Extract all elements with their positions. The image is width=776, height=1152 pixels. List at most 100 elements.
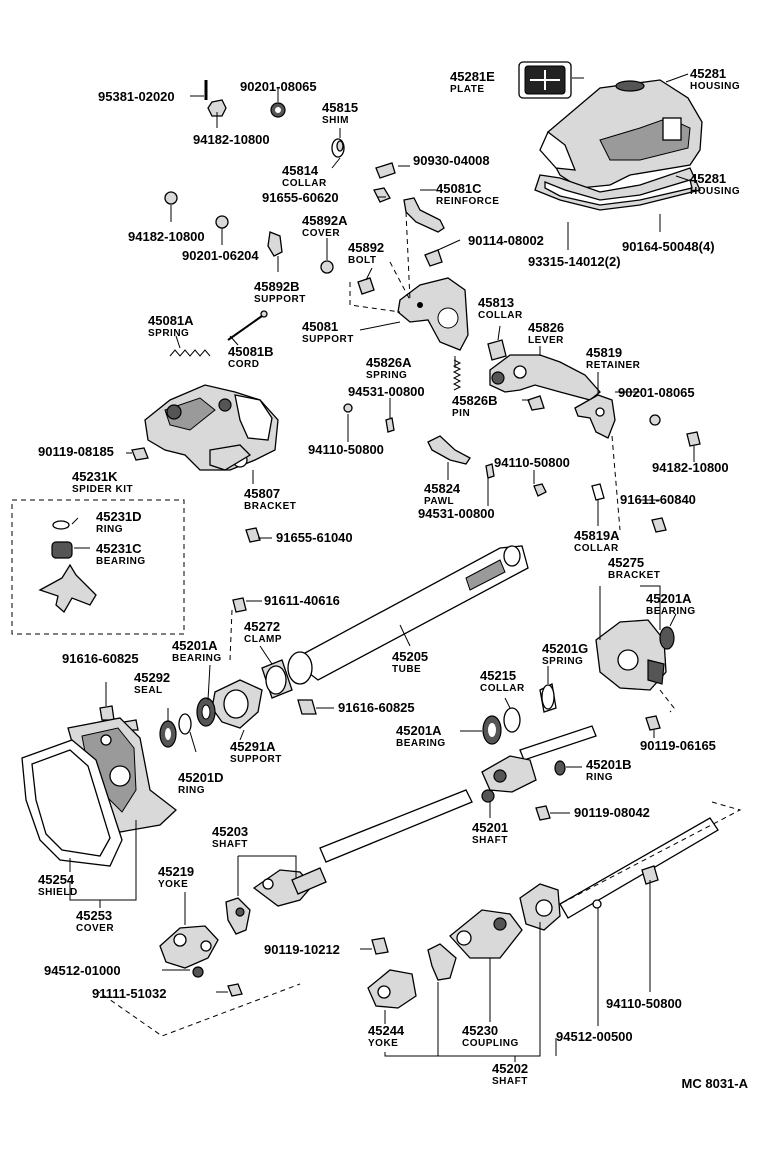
part-number: 94110-50800	[606, 996, 682, 1011]
part-name: PIN	[452, 408, 470, 419]
part-name: BEARING	[396, 738, 446, 749]
part-name: TUBE	[392, 664, 421, 675]
diagram-code: MC 8031-A	[682, 1076, 749, 1091]
part-number: 90930-04008	[413, 153, 490, 168]
part-number: 90119-10212	[264, 942, 340, 957]
part-number: 45826B	[452, 393, 498, 408]
part-name: SPRING	[366, 370, 407, 381]
part-name: BRACKET	[608, 570, 660, 581]
part-number: 45081C	[436, 181, 482, 196]
part-number: 90119-08042	[574, 805, 650, 820]
callout-90119-10212: 90119-10212	[264, 942, 340, 957]
part-number: 90119-08185	[38, 444, 114, 459]
callout-94512-01000: 94512-01000	[44, 963, 121, 978]
part-number: 94512-01000	[44, 963, 121, 978]
callout-91616-60825b: 91616-60825	[338, 700, 415, 715]
part-number: 45219	[158, 864, 194, 879]
callout-94110-50800b: 94110-50800	[494, 455, 570, 470]
part-number: 91611-40616	[264, 593, 340, 608]
part-illustrations	[21, 61, 719, 1009]
part-number: 90201-08065	[618, 385, 695, 400]
part-number: 45892B	[254, 279, 300, 294]
part-number: 45231C	[96, 541, 142, 556]
cover-shield-illustration	[21, 717, 178, 867]
part-number: 94182-10800	[128, 229, 205, 244]
callout-90201-08065b: 90201-08065	[618, 385, 695, 400]
part-name: SEAL	[134, 685, 163, 696]
part-number: 45819	[586, 345, 622, 360]
part-number: 45807	[244, 486, 280, 501]
part-number: 45244	[368, 1023, 405, 1038]
part-number: 45281	[690, 171, 726, 186]
part-number: 91611-60840	[620, 492, 696, 507]
part-name: RING	[96, 524, 123, 535]
part-number: 45201A	[172, 638, 218, 653]
callout-94110-50800a: 94110-50800	[308, 442, 384, 457]
part-number: 45231K	[72, 469, 118, 484]
part-name: SHAFT	[472, 835, 508, 846]
part-name: SUPPORT	[254, 294, 306, 305]
part-name: COLLAR	[478, 310, 523, 321]
bracket-45275-illustration	[595, 619, 675, 691]
part-name: BEARING	[96, 556, 146, 567]
callout-93315-14012: 93315-14012(2)	[528, 254, 621, 269]
part-number: 90114-08002	[468, 233, 544, 248]
part-number: 45201A	[646, 591, 692, 606]
part-name: SPRING	[542, 656, 583, 667]
part-number: 90164-50048(4)	[622, 239, 715, 254]
part-number: 45205	[392, 649, 428, 664]
callout-94531-00800a: 94531-00800	[348, 384, 425, 399]
callout-90119-06165: 90119-06165	[640, 738, 716, 753]
dashed-guide-lines	[11, 211, 742, 1037]
callout-94531-00800b: 94531-00800	[418, 506, 495, 521]
part-number: 45814	[282, 163, 319, 178]
callout-94512-00500: 94512-00500	[556, 1029, 633, 1044]
part-number: 45892	[348, 240, 384, 255]
part-name: SHIM	[322, 115, 349, 126]
part-name: SHAFT	[212, 839, 248, 850]
part-number: 45201G	[542, 641, 588, 656]
part-name: SHIELD	[38, 887, 78, 898]
callout-90930-04008: 90930-04008	[413, 153, 490, 168]
part-number: 45081B	[228, 344, 274, 359]
part-number: 45892A	[302, 213, 348, 228]
part-number: 90201-08065	[240, 79, 317, 94]
part-number: 90119-06165	[640, 738, 716, 753]
part-number: 45292	[134, 670, 170, 685]
part-number: 45813	[478, 295, 514, 310]
part-number: 45819A	[574, 528, 620, 543]
part-number: 45815	[322, 100, 358, 115]
callout-90119-08042: 90119-08042	[574, 805, 650, 820]
part-name: RETAINER	[586, 360, 641, 371]
part-name: COLLAR	[480, 683, 525, 694]
part-number: 94110-50800	[494, 455, 570, 470]
callout-90119-08185: 90119-08185	[38, 444, 114, 459]
column-housing-illustration	[518, 61, 703, 211]
lower-shaft-illustration	[367, 817, 719, 1009]
callout-91111-51032: 91111-51032	[92, 986, 166, 1001]
callout-94182-10800c: 94182-10800	[652, 460, 729, 475]
part-name: COLLAR	[282, 178, 327, 189]
part-number: 91655-60620	[262, 190, 339, 205]
part-number: 45081A	[148, 313, 194, 328]
part-number: 95381-02020	[98, 89, 175, 104]
part-number: 94182-10800	[652, 460, 729, 475]
callout-95381-02020: 95381-02020	[98, 89, 175, 104]
part-name: SHAFT	[492, 1076, 528, 1087]
